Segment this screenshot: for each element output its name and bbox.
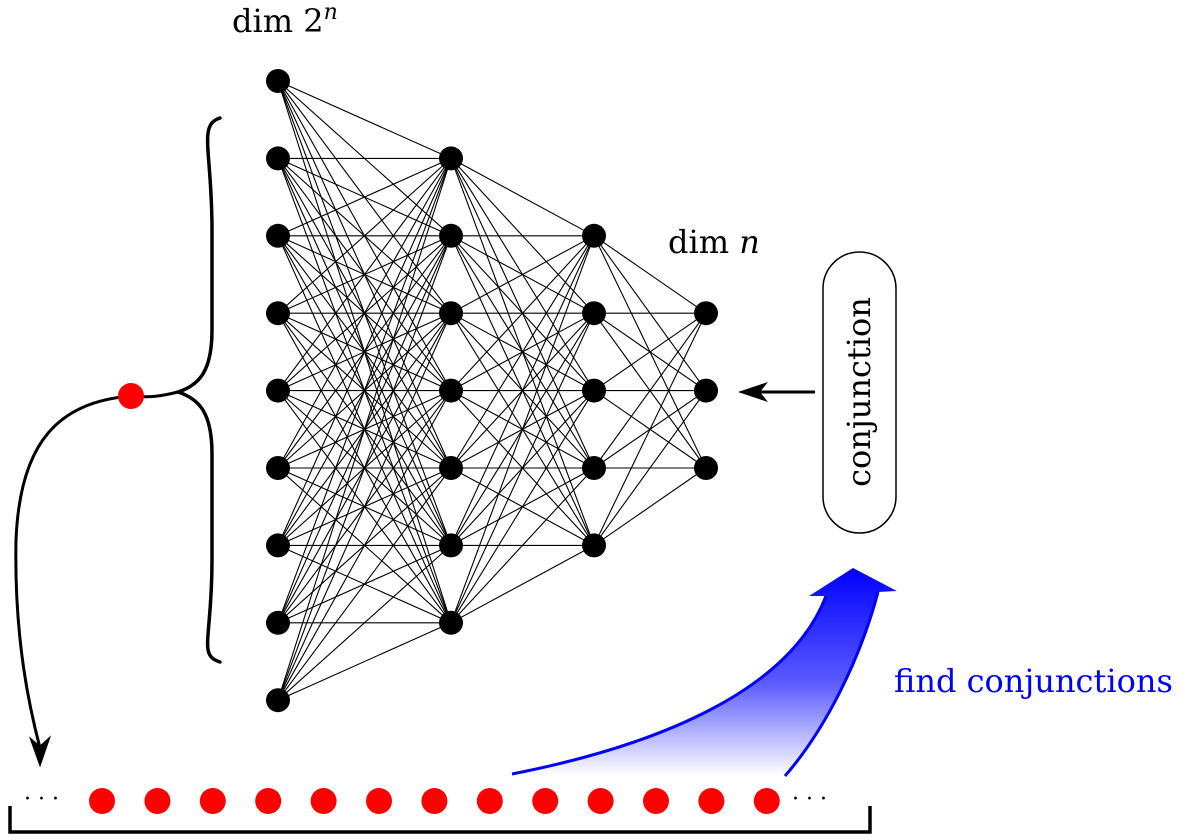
right-dim-var: n xyxy=(739,223,760,261)
node-layer1-4 xyxy=(266,301,290,326)
find-conjunctions-arrow-outline-right xyxy=(783,591,880,777)
edge-l3-5-to-3 xyxy=(593,467,707,546)
find-conjunctions-arrow-outline xyxy=(511,595,828,776)
network-nodes xyxy=(266,69,718,713)
node-layer4-3 xyxy=(694,456,718,480)
sample-dot-3 xyxy=(199,788,226,814)
edge-l3-5-to-2 xyxy=(593,390,707,546)
sample-dot-1 xyxy=(89,788,115,814)
network-edges xyxy=(277,80,707,701)
edge-l2-6-to-1 xyxy=(450,235,595,546)
node-layer2-6 xyxy=(439,533,463,558)
edge-l2-7-to-5 xyxy=(450,544,595,624)
sample-row xyxy=(89,788,780,814)
node-layer3-5 xyxy=(582,533,606,558)
edge-l1-6-to-1 xyxy=(277,158,452,469)
node-layer2-2 xyxy=(439,223,463,248)
edge-l1-9-to-7 xyxy=(277,622,452,701)
edge-l2-7-to-1 xyxy=(450,235,595,623)
node-layer4-1 xyxy=(694,301,718,326)
node-layer2-3 xyxy=(439,301,463,326)
top-dim-exponent: n xyxy=(324,0,338,25)
edge-l1-8-to-1 xyxy=(277,158,452,623)
edge-l2-7-to-4 xyxy=(450,467,595,624)
sample-dot-2 xyxy=(144,788,171,814)
sample-dot-11 xyxy=(643,788,669,814)
right-dim-prefix: dim xyxy=(668,223,739,261)
edge-l1-9-to-3 xyxy=(277,312,452,701)
sample-dot-9 xyxy=(532,788,559,814)
sample-dot-12 xyxy=(698,788,725,814)
sample-bracket xyxy=(8,806,872,834)
sample-dot-7 xyxy=(421,788,448,814)
edge-l1-3-to-1 xyxy=(277,157,452,237)
node-layer4-2 xyxy=(694,378,718,403)
right-dimension-label: dim n xyxy=(668,223,760,261)
sample-dot-13 xyxy=(753,788,780,814)
edge-l1-9-to-1 xyxy=(277,158,452,701)
edge-l3-5-to-1 xyxy=(593,312,707,546)
edge-l3-3-to-1 xyxy=(593,312,707,392)
edge-l1-1-to-1 xyxy=(277,80,452,159)
node-layer3-2 xyxy=(582,301,606,326)
node-layer1-2 xyxy=(266,146,290,171)
edge-l2-7-to-3 xyxy=(450,390,595,624)
node-layer1-9 xyxy=(266,688,290,713)
node-layer1-5 xyxy=(266,378,290,403)
node-layer3-1 xyxy=(582,223,606,248)
node-layer2-5 xyxy=(439,456,463,480)
sample-dot-4 xyxy=(255,788,282,814)
curly-brace xyxy=(172,116,222,664)
node-layer1-6 xyxy=(266,456,290,480)
node-layer2-4 xyxy=(439,378,463,403)
conjunction-box xyxy=(822,251,897,534)
sample-dot-5 xyxy=(310,788,337,814)
selection-arrowhead xyxy=(28,735,52,768)
top-dimension-label: dim 2n xyxy=(232,0,338,40)
node-layer1-1 xyxy=(266,69,290,93)
node-layer3-3 xyxy=(582,378,606,403)
edge-l1-9-to-6 xyxy=(277,544,452,701)
node-layer2-7 xyxy=(439,610,463,635)
edge-l1-9-to-5 xyxy=(277,467,452,701)
sample-dots-left: · · · xyxy=(24,787,59,812)
node-layer1-8 xyxy=(266,610,290,635)
sample-dot-10 xyxy=(587,788,614,814)
sample-dots-right: · · · xyxy=(792,787,827,812)
sample-dot-8 xyxy=(476,788,503,814)
edge-l1-5-to-1 xyxy=(277,158,452,391)
edge-l1-4-to-1 xyxy=(277,157,452,314)
edge-l1-9-to-4 xyxy=(277,390,452,701)
edge-l2-7-to-2 xyxy=(450,312,595,624)
box-to-network-arrowhead xyxy=(738,382,768,402)
conjunction-box-label: conjunction xyxy=(840,297,878,487)
selected-red-node xyxy=(118,383,144,409)
selection-arrow xyxy=(14,394,132,749)
node-layer3-4 xyxy=(582,456,606,480)
sample-dot-6 xyxy=(366,788,392,814)
edge-l2-4-to-1 xyxy=(450,235,595,391)
edge-l2-3-to-1 xyxy=(450,235,595,314)
node-layer1-7 xyxy=(266,533,290,558)
edge-l1-7-to-1 xyxy=(277,158,452,546)
find-conjunctions-label: find conjunctions xyxy=(894,662,1173,700)
find-conjunctions-arrow xyxy=(512,568,897,776)
node-layer1-3 xyxy=(266,223,290,248)
edge-l3-4-to-1 xyxy=(593,312,707,469)
node-layer2-1 xyxy=(439,146,463,171)
top-dim-prefix: dim 2 xyxy=(232,2,324,40)
edge-l2-1-to-1 xyxy=(450,157,595,237)
edge-l2-5-to-1 xyxy=(450,235,595,469)
edge-l3-1-to-1 xyxy=(593,235,707,314)
edge-l1-9-to-2 xyxy=(277,235,452,701)
